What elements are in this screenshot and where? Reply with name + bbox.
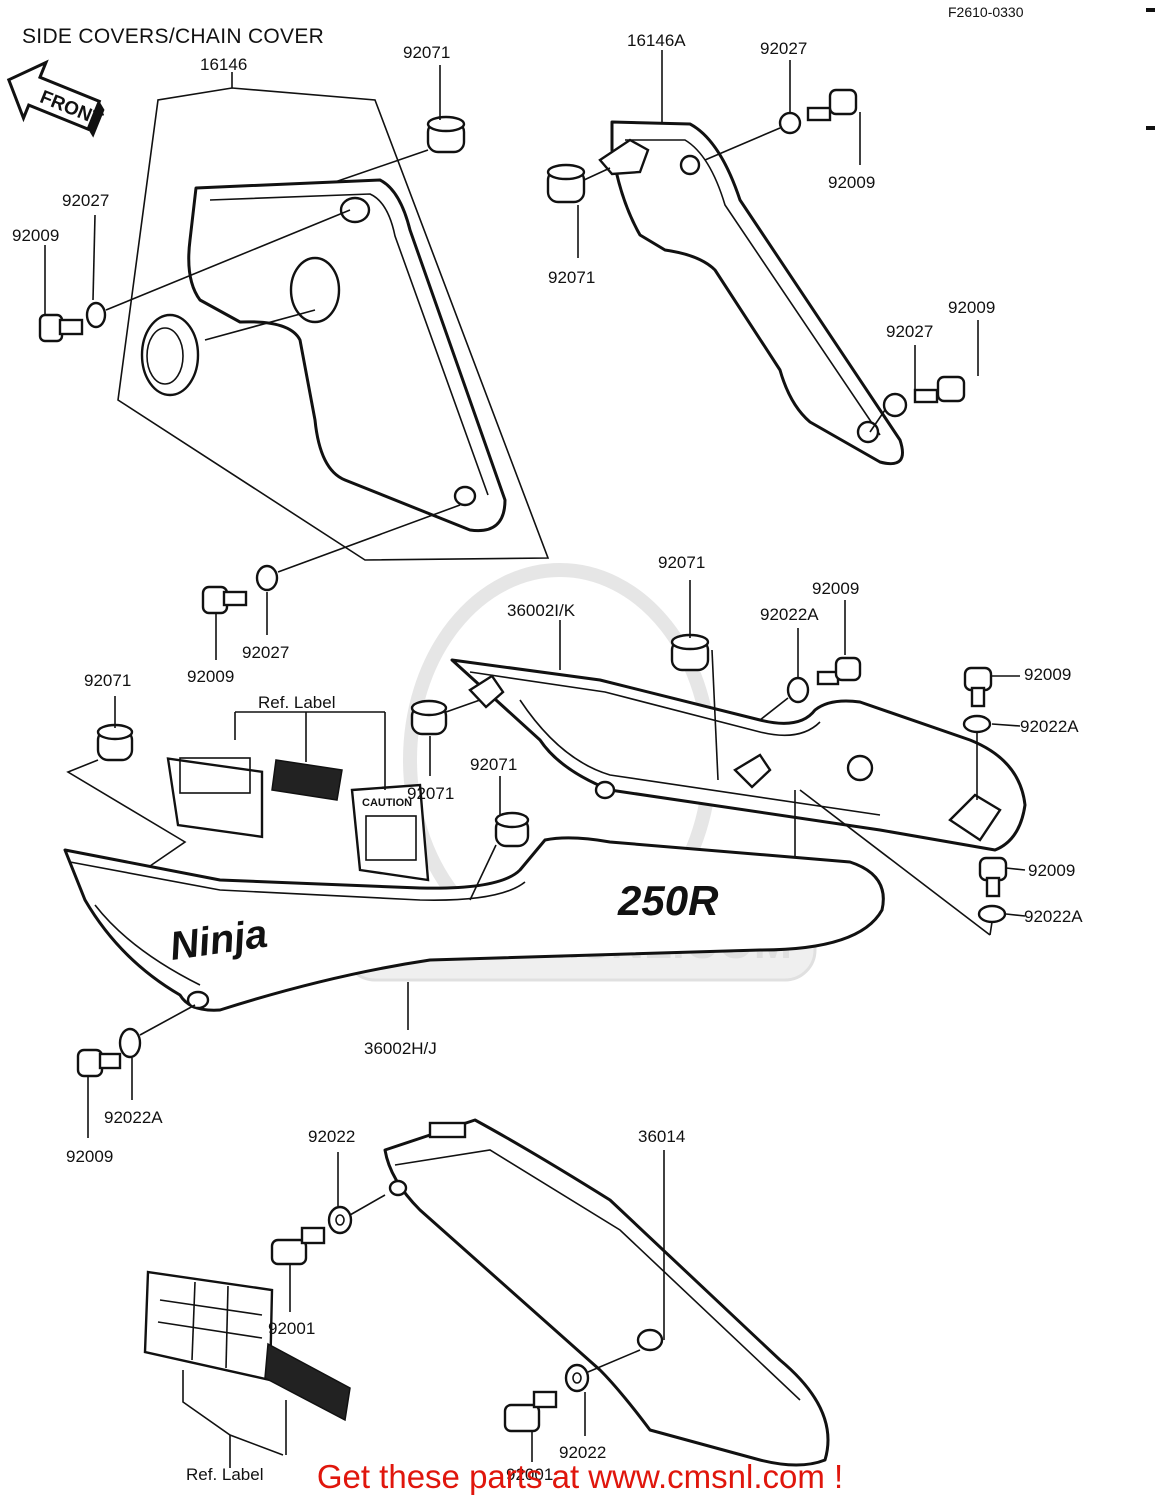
label-92009-rr2: 92009: [1028, 861, 1075, 880]
bolt-92009-c: [786, 656, 862, 704]
bolt-92009-tr: [778, 88, 858, 135]
rear-cover-36002IK: [450, 658, 1027, 852]
label-92071-c: 92071: [658, 553, 705, 572]
bolt-92001-b: [503, 1390, 558, 1433]
promo-link[interactable]: Get these parts at www.cmsnl.com !: [317, 1458, 843, 1495]
label-ref-label-2: Ref. Label: [186, 1465, 264, 1484]
label-92009-l: 92009: [12, 226, 59, 245]
label-92027-l: 92027: [62, 191, 109, 210]
front-arrow-icon: FRONT: [6, 59, 106, 138]
label-92071-left: 92071: [84, 671, 131, 690]
bolt-92001-a: [270, 1226, 326, 1266]
bolt-92009-r2: [882, 375, 966, 418]
chain-cover-36014: [383, 1118, 830, 1467]
caution-decal: CAUTION: [362, 797, 412, 809]
bolt-92009-rr1: [962, 666, 993, 734]
grommet-92071-top: [426, 115, 466, 154]
page-title: SIDE COVERS/CHAIN COVER: [22, 25, 324, 48]
label-16146A: 16146A: [627, 31, 686, 50]
bolt-92009-left: [38, 301, 107, 343]
edge-mark-mid: [1146, 126, 1155, 130]
grommet-92071-d: [410, 699, 448, 736]
label-92071-top: 92071: [403, 43, 450, 62]
label-92022-top: 92022: [308, 1127, 355, 1146]
label-92071-mid: 92071: [548, 268, 595, 287]
chain-cover-stickers: [143, 1270, 351, 1422]
label-36002IK: 36002I/K: [507, 601, 576, 620]
label-92022-bot: 92022: [559, 1443, 606, 1462]
label-92009-bl: 92009: [66, 1147, 113, 1166]
label-92027-b1: 92027: [242, 643, 289, 662]
lower-cover-36002HJ: Ninja 250R: [63, 836, 885, 1012]
bolt-92009-b1: [201, 564, 279, 615]
washer-92022-bot: [564, 1363, 590, 1393]
side-cover-16146A: [598, 120, 904, 466]
grommet-92071-e: [494, 811, 530, 848]
label-92009-tr: 92009: [828, 173, 875, 192]
250r-decal: 250R: [617, 877, 719, 924]
diagram-code: F2610-0330: [948, 4, 1024, 20]
label-16146: 16146: [200, 55, 247, 74]
label-92022A-rr2: 92022A: [1024, 907, 1083, 926]
label-36002HJ: 36002H/J: [364, 1039, 437, 1058]
label-92009-c: 92009: [812, 579, 859, 598]
label-92071-e: 92071: [470, 755, 517, 774]
label-92001-a: 92001: [268, 1319, 315, 1338]
bolt-92009-bl: [76, 1027, 142, 1078]
label-92001-b: 92001: [506, 1465, 553, 1484]
label-ref-label-1: Ref. Label: [258, 693, 336, 712]
side-cover-16146: [117, 87, 550, 561]
label-36014: 36014: [638, 1127, 685, 1146]
label-92071-d: 92071: [407, 784, 454, 803]
bolt-92009-rr2: [977, 856, 1008, 924]
label-92009-r2: 92009: [948, 298, 995, 317]
label-92009-b1: 92009: [187, 667, 234, 686]
label-92022A-rr1: 92022A: [1020, 717, 1079, 736]
part-labels: 16146 92071 16146A 92027 92009 92027 920…: [12, 31, 1083, 1484]
edge-mark-top: [1146, 8, 1155, 12]
washer-92022-top: [327, 1205, 353, 1235]
ref-label-stickers: CAUTION: [166, 757, 430, 882]
grommet-92071-left: [96, 723, 134, 762]
label-92027-tr: 92027: [760, 39, 807, 58]
label-92009-rr1: 92009: [1024, 665, 1071, 684]
grommet-92071-c: [670, 633, 710, 672]
grommet-92071-mid: [546, 163, 586, 204]
label-92027-r2: 92027: [886, 322, 933, 341]
label-92022A-c: 92022A: [760, 605, 819, 624]
label-92022A-bl: 92022A: [104, 1108, 163, 1127]
